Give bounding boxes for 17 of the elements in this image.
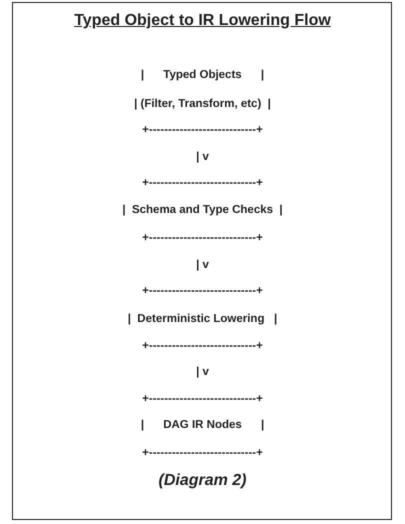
ascii-box-border: +----------------------------+ <box>142 177 263 189</box>
ascii-text-line: | Typed Objects | <box>140 69 264 81</box>
ascii-text-line: | Deterministic Lowering | <box>128 313 278 325</box>
ascii-text-line: | v <box>196 366 209 378</box>
ascii-text-line: | Schema and Type Checks | <box>122 204 283 216</box>
ascii-text-line: | v <box>196 151 209 163</box>
ascii-box-border: +----------------------------+ <box>142 285 263 297</box>
diagram-caption: (Diagram 2) <box>158 472 247 489</box>
ascii-text-line: | DAG IR Nodes | <box>140 419 264 431</box>
ascii-box-border: +----------------------------+ <box>142 447 263 459</box>
ascii-text-line: | v <box>196 259 209 271</box>
ascii-box-border: +----------------------------+ <box>142 393 263 405</box>
ascii-box-border: +----------------------------+ <box>142 232 263 244</box>
ascii-box-border: +----------------------------+ <box>142 124 263 136</box>
diagram-title: Typed Object to IR Lowering Flow <box>74 12 331 29</box>
ascii-box-border: +----------------------------+ <box>142 340 263 352</box>
ascii-text-line: | (Filter, Transform, etc) | <box>134 98 271 110</box>
